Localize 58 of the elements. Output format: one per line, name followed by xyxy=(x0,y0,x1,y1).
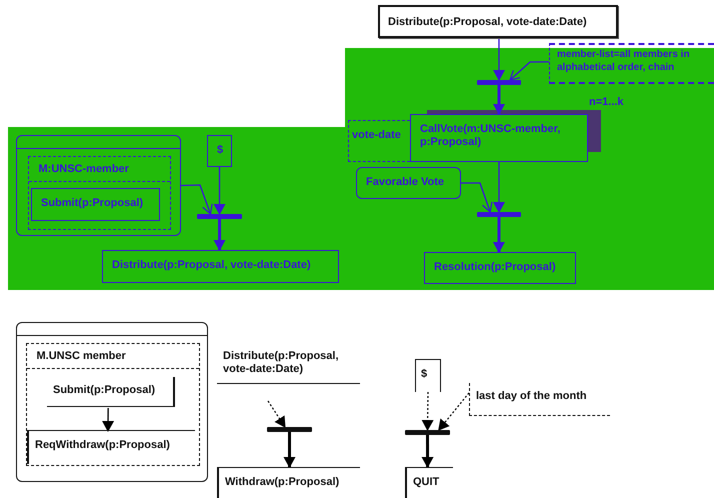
action-label: QUIT xyxy=(413,476,440,489)
action-label: Distribute(p:Proposal, vote-date:Date) xyxy=(388,16,588,29)
arrow xyxy=(284,432,296,468)
arrow xyxy=(214,219,226,251)
action-label: Resolution(p:Proposal) xyxy=(434,261,557,274)
state-box xyxy=(207,135,232,167)
note-text: last day of the month xyxy=(476,390,588,403)
arrow xyxy=(422,435,434,468)
action-box xyxy=(424,252,576,284)
arrow xyxy=(268,400,286,428)
parameter-label: vote-date xyxy=(352,129,402,142)
arrow xyxy=(509,61,549,81)
arrow xyxy=(180,184,213,215)
arrow xyxy=(492,217,505,253)
action-box xyxy=(378,5,618,38)
object-box xyxy=(26,342,200,466)
swimlane-frame xyxy=(16,322,208,482)
action-box xyxy=(47,377,175,407)
sync-bar xyxy=(197,214,242,219)
action-box xyxy=(31,188,160,221)
arrow xyxy=(214,167,226,215)
note-box xyxy=(549,43,714,84)
swimlane-frame xyxy=(16,135,181,236)
action-label: ReqWithdraw(p:Proposal) xyxy=(35,439,171,452)
sync-bar xyxy=(267,427,312,432)
arrow xyxy=(461,182,493,213)
action-box xyxy=(102,250,339,283)
object-label: M.UNSC member xyxy=(36,350,127,362)
state-box xyxy=(415,359,441,392)
arrow xyxy=(493,85,505,115)
note-box xyxy=(469,383,610,416)
sync-bar xyxy=(477,80,521,85)
parameter-box xyxy=(348,120,410,162)
state-label: $ xyxy=(217,144,222,157)
arrow xyxy=(493,162,505,213)
arrow xyxy=(438,392,470,431)
arrow xyxy=(493,38,505,81)
object-box xyxy=(28,156,170,230)
action-label: CallVote(m:UNSC-member, p:Proposal) xyxy=(420,123,562,149)
event-label: Favorable Vote xyxy=(366,176,446,189)
arrow xyxy=(102,408,114,432)
multiplicity-label: n=1...k xyxy=(589,96,624,109)
action-box xyxy=(217,467,360,498)
action-label: Withdraw(p:Proposal) xyxy=(225,476,340,489)
action-box xyxy=(27,430,195,464)
sync-bar xyxy=(477,212,521,217)
action-label: Distribute(p:Proposal, vote-date:Date) xyxy=(112,259,312,272)
action-label: Submit(p:Proposal) xyxy=(53,384,156,397)
note-text: member-list=all members in alphabetical order, chain xyxy=(557,48,691,74)
action-box xyxy=(405,467,453,498)
action-label: Submit(p:Proposal) xyxy=(41,197,144,210)
action-label: Distribute(p:Proposal, vote-date:Date) xyxy=(223,350,340,376)
sync-bar xyxy=(405,430,450,435)
action-box xyxy=(410,114,588,162)
event-box xyxy=(356,167,461,199)
object-label: M:UNSC-member xyxy=(38,162,130,176)
arrow xyxy=(422,392,434,431)
state-label: $ xyxy=(421,368,428,381)
